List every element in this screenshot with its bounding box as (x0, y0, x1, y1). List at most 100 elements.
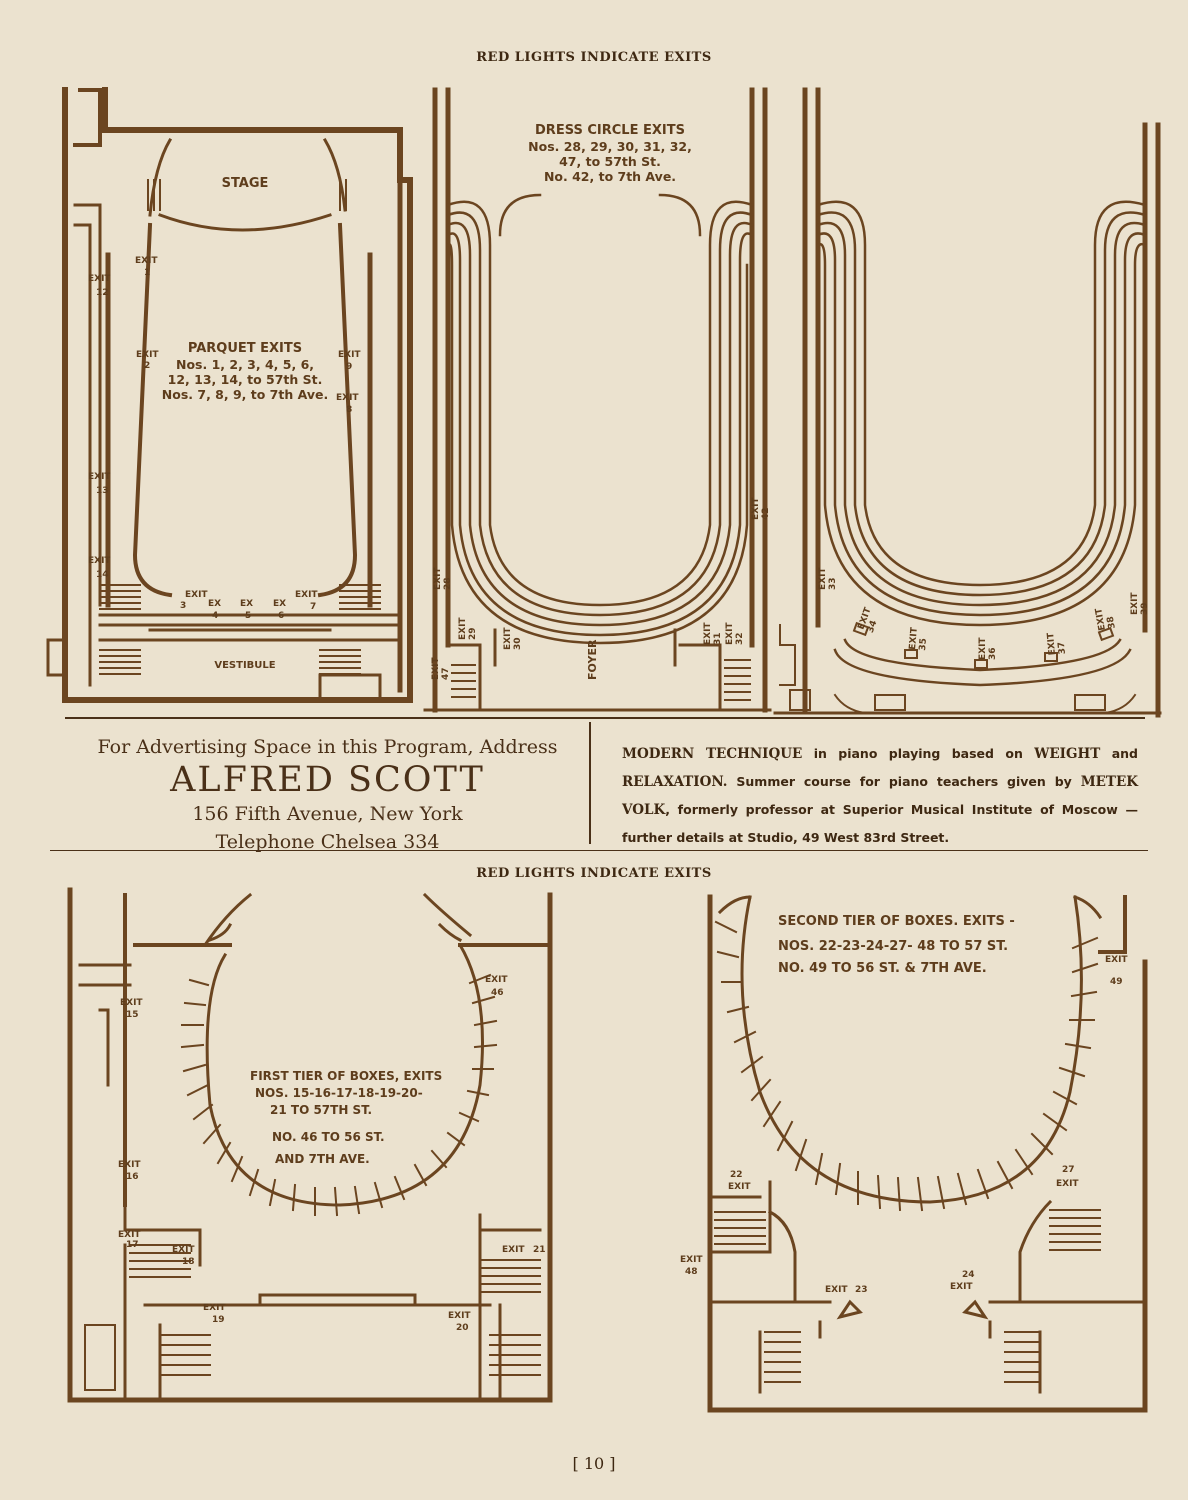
exit-label: EXIT (680, 1255, 703, 1265)
exit-label: EXIT (485, 975, 508, 985)
advert-bold: MODERN TECHNIQUE (622, 746, 803, 762)
ex-label: EX (240, 599, 253, 609)
exit-number: 47 (441, 667, 451, 680)
advert-bold: RELAXATION. (622, 774, 728, 790)
exit-number: 37 (1057, 641, 1068, 654)
exit-number: 24 (962, 1270, 975, 1280)
first-tier-line2: NOS. 15-16-17-18-19-20- (255, 1086, 423, 1100)
parquet-line2: 12, 13, 14, to 57th St. (168, 372, 323, 387)
exit-label: EXIT (825, 1285, 848, 1295)
advert-phone: Telephone Chelsea 334 (215, 831, 440, 853)
exit-label: EXIT (431, 657, 441, 680)
exit-number: 5 (245, 611, 251, 621)
exit-number: 7 (310, 602, 316, 612)
ex-label: EX (208, 599, 221, 609)
exit-label: EXIT (135, 256, 158, 266)
bottom-header: RED LIGHTS INDICATE EXITS (476, 866, 712, 881)
exit-number: 32 (735, 632, 745, 645)
exit-label: EXIT (336, 393, 359, 403)
exit-label: EXIT (908, 626, 920, 650)
exit-number: 31 (713, 632, 723, 645)
page-number: [ 10 ] (572, 1454, 616, 1473)
exit-label: EXIT (950, 1282, 973, 1292)
parquet-line1: Nos. 1, 2, 3, 4, 5, 6, (176, 357, 314, 372)
divider-vertical (589, 722, 591, 844)
first-tier-line5: AND 7TH AVE. (275, 1152, 370, 1166)
exit-label: EXIT (88, 556, 111, 566)
exit-number: 33 (828, 577, 838, 590)
foyer-label: FOYER (586, 639, 599, 680)
exit-label: EXIT (725, 622, 735, 645)
exit-number: 1 (144, 268, 150, 278)
exit-number: 27 (1062, 1165, 1075, 1175)
exit-number: 14 (96, 570, 109, 580)
advert-text: and (1100, 746, 1139, 761)
exit-number: 42 (761, 507, 771, 520)
dress-circle-line3: No. 42, to 7th Ave. (544, 169, 676, 184)
first-tier-line3: 21 TO 57TH ST. (270, 1103, 372, 1117)
exit-label: EXIT (1046, 631, 1058, 655)
advertising-contact: For Advertising Space in this Program, A… (75, 736, 580, 856)
exit-number: 30 (513, 637, 523, 650)
advert-bold: METEK VOLK (622, 774, 1138, 818)
exit-label: EXIT (185, 590, 208, 600)
exit-number: 15 (126, 1010, 139, 1020)
first-tier-line4: NO. 46 TO 56 ST. (272, 1130, 385, 1144)
exit-number: 28 (443, 577, 453, 590)
exit-label: EXIT (172, 1245, 195, 1255)
exit-number: 4 (212, 611, 218, 621)
advert-text: Summer course for piano teachers given b… (727, 774, 1081, 789)
exit-label: EXIT (818, 567, 828, 590)
exit-label: EXIT (88, 274, 111, 284)
exit-label: EXIT (728, 1182, 751, 1192)
exit-number: 2 (144, 361, 150, 371)
exit-label: EXIT (502, 1245, 525, 1255)
exit-number: 8 (346, 405, 352, 415)
exit-label: EXIT (1056, 1179, 1079, 1189)
advert-address: 156 Fifth Avenue, New York (192, 803, 463, 825)
advert-line1: For Advertising Space in this Program, A… (97, 736, 558, 758)
exit-number: 23 (855, 1285, 868, 1295)
exit-label: EXIT (203, 1303, 226, 1313)
exit-number: 21 (533, 1245, 546, 1255)
exit-number: 39 (1140, 602, 1150, 615)
ex-label: EX (273, 599, 286, 609)
exit-label: EXIT (448, 1311, 471, 1321)
divider-top (65, 717, 1145, 719)
exit-number: 9 (346, 362, 352, 372)
piano-advert: MODERN TECHNIQUE in piano playing based … (622, 740, 1138, 851)
top-header: RED LIGHTS INDICATE EXITS (476, 50, 712, 65)
first-tier-line1: FIRST TIER OF BOXES, EXITS (250, 1069, 442, 1083)
exit-label: EXIT (120, 998, 143, 1008)
exit-number: 13 (96, 486, 109, 496)
exit-label: EXIT (136, 350, 159, 360)
exit-label: EXIT (703, 622, 713, 645)
divider-bottom (50, 850, 1148, 851)
exit-number: 38 (1106, 615, 1118, 629)
exit-label: EXIT (751, 497, 761, 520)
vestibule-label: VESTIBULE (214, 660, 275, 671)
exit-number: 3 (180, 601, 186, 611)
exit-number: 46 (491, 988, 504, 998)
exit-number: 18 (182, 1257, 195, 1267)
exit-number: 6 (278, 611, 284, 621)
exit-number: 17 (126, 1240, 139, 1250)
exit-number: 48 (685, 1267, 698, 1277)
exit-label: EXIT (1094, 606, 1108, 631)
exit-number: 20 (456, 1323, 469, 1333)
second-tier-line3: NO. 49 TO 56 ST. & 7TH AVE. (778, 961, 987, 976)
exit-label: EXIT (503, 627, 513, 650)
exit-number: 16 (126, 1172, 139, 1182)
advert-text: , formerly professor at Superior Musical… (622, 802, 1138, 845)
exit-label: EXIT (433, 567, 443, 590)
second-tier-line2: NOS. 22-23-24-27- 48 TO 57 ST. (778, 939, 1008, 954)
exit-number: 49 (1110, 977, 1123, 987)
exit-label: EXIT (1105, 955, 1128, 965)
advert-text: in piano playing based on (802, 746, 1035, 761)
exit-label: EXIT (1130, 592, 1140, 615)
dress-circle-floor-plan: DRESS CIRCLE EXITS Nos. 28, 29, 30, 31, … (423, 87, 772, 713)
parquet-floor-plan: STAGE VESTIBULE PARQUET EXITS Nos. 1, 2,… (46, 87, 413, 703)
dress-circle-title: DRESS CIRCLE EXITS (535, 123, 685, 138)
dress-circle-line2: 47, to 57th St. (559, 154, 661, 169)
